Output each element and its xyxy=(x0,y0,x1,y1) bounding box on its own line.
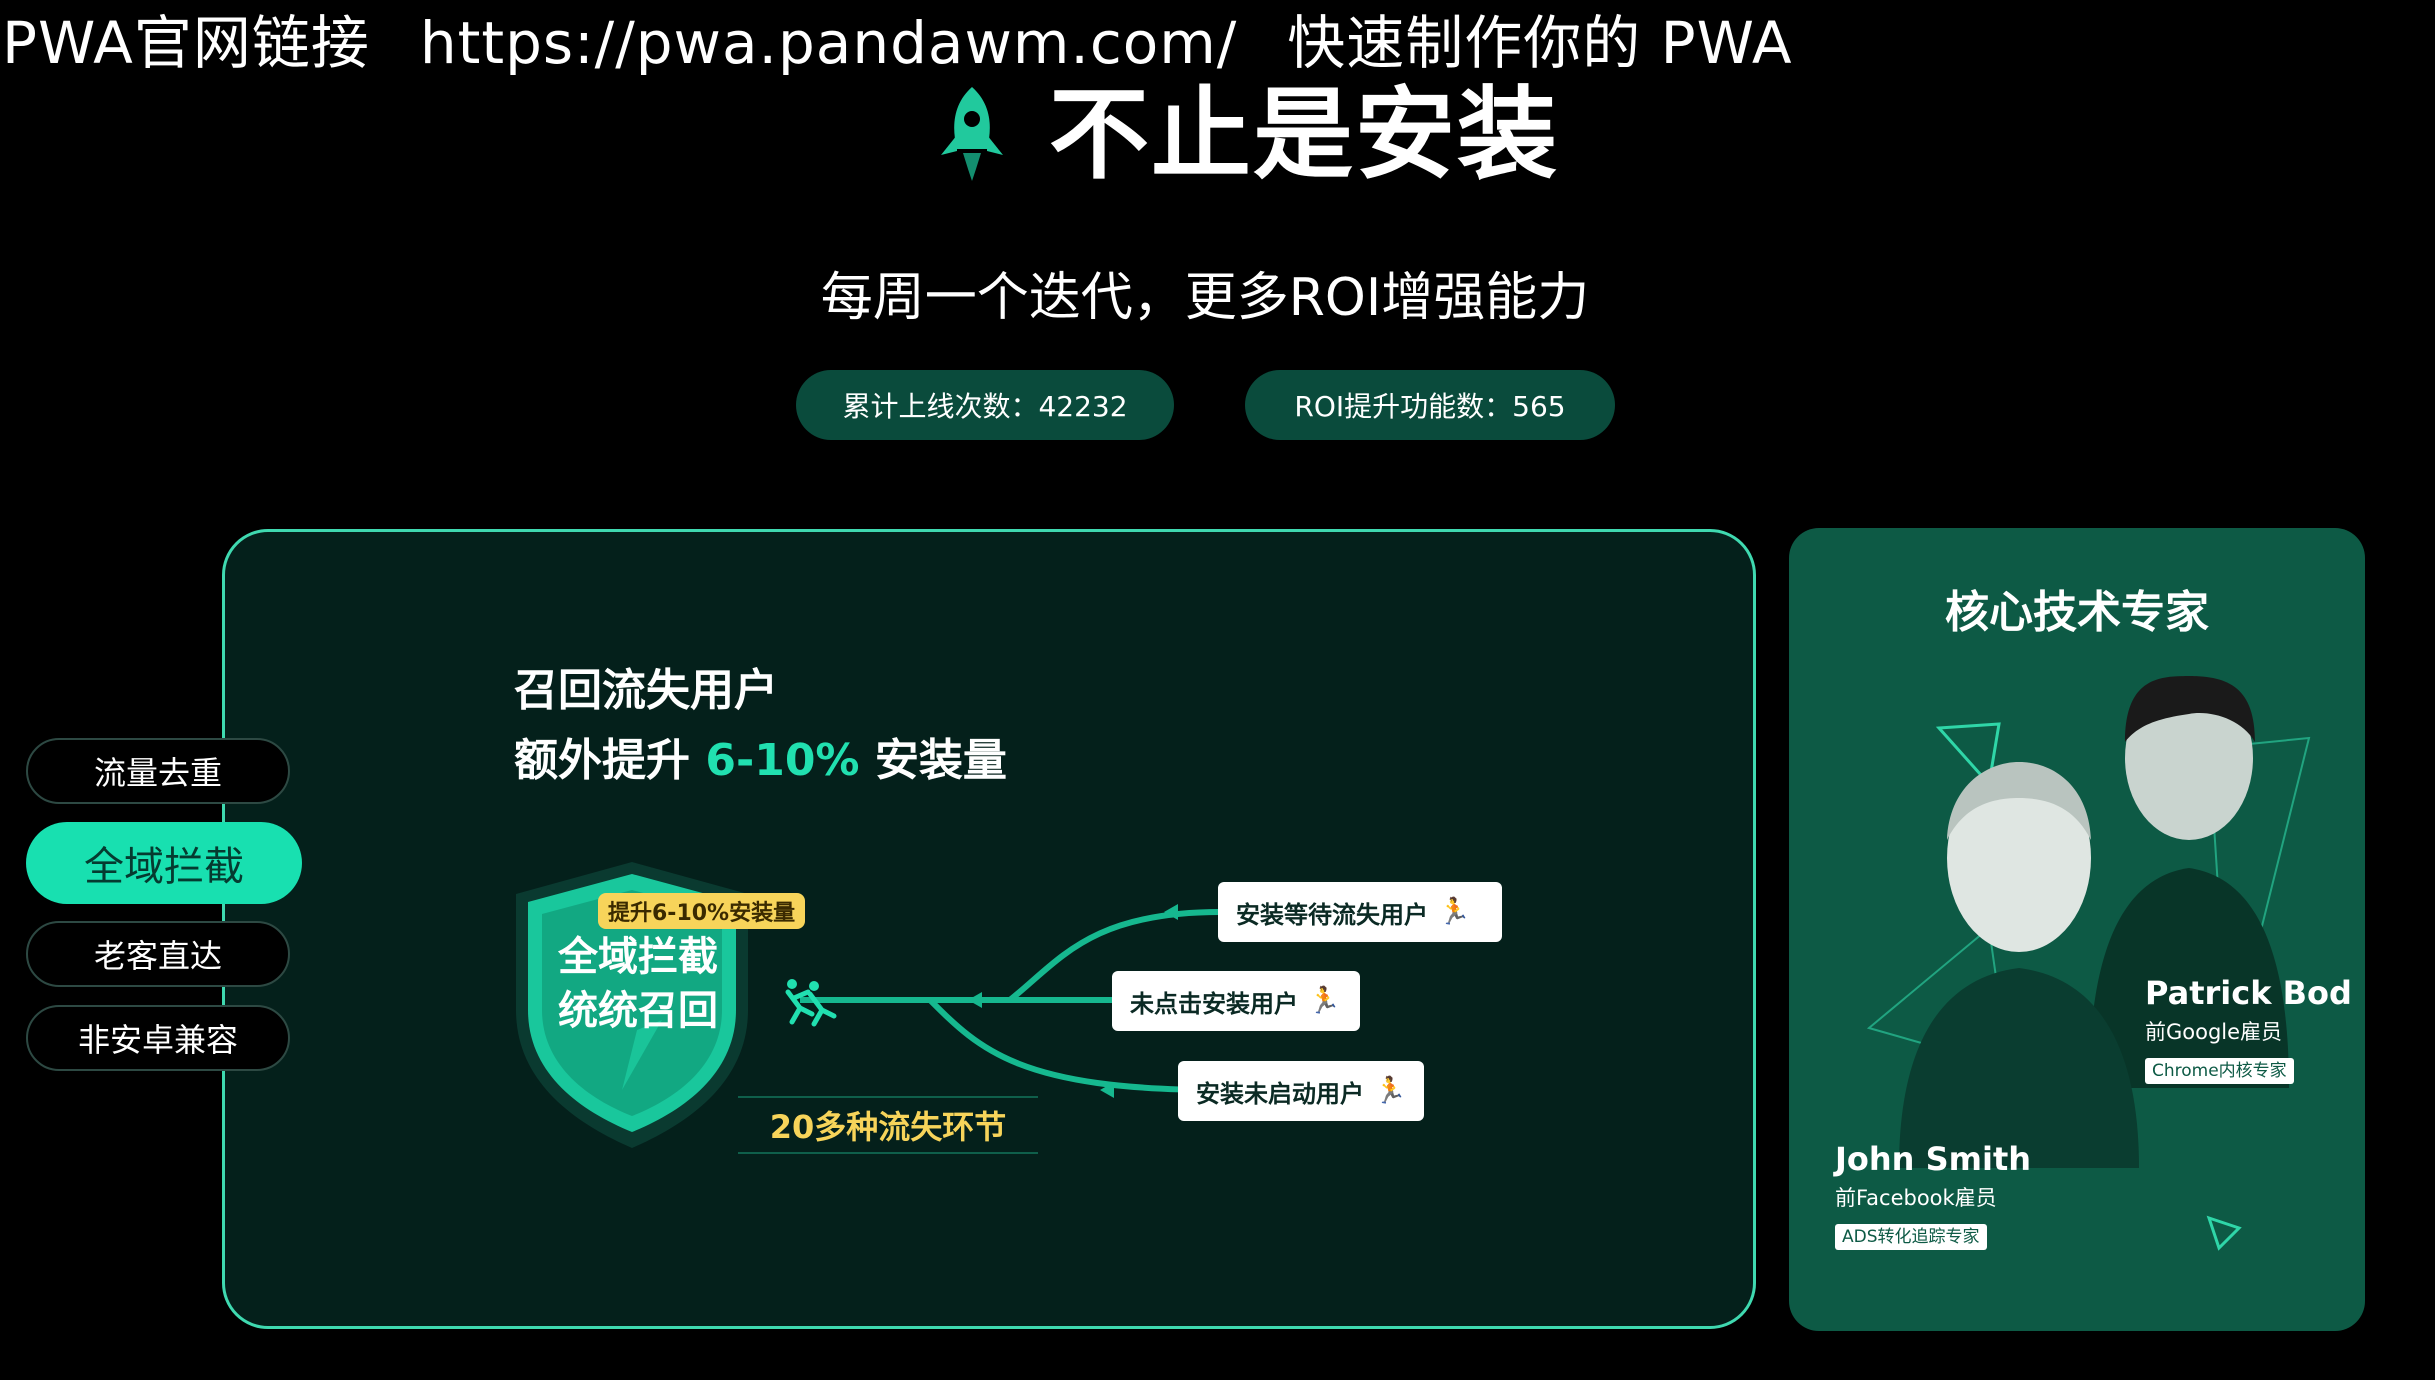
expert-role: 前Facebook雇员 xyxy=(1835,1186,1997,1210)
feature-headline: 召回流失用户 额外提升 6-10% 安装量 xyxy=(514,656,1007,796)
side-tab-returning[interactable]: 老客直达 xyxy=(26,921,290,987)
runner-icon xyxy=(785,979,837,1027)
page-subtitle: 每周一个迭代，更多ROI增强能力 xyxy=(820,268,1590,328)
shield-text: 全域拦截 统统召回 xyxy=(548,930,728,1038)
page-header: 不止是安装 xyxy=(935,70,1559,200)
feature-line2-prefix: 额外提升 xyxy=(514,735,690,786)
feature-line1: 召回流失用户 xyxy=(514,665,778,716)
banner-url-link[interactable]: https://pwa.pandawm.com/ xyxy=(419,9,1238,77)
runner-icon: 🏃 xyxy=(1374,1076,1407,1106)
chip-not-launched: 安装未启动用户 🏃 xyxy=(1178,1061,1424,1121)
shield-icon xyxy=(516,862,748,1148)
experts-title: 核心技术专家 xyxy=(1945,587,2209,638)
expert-name: John Smith xyxy=(1835,1140,2032,1178)
chip-label: 未点击安装用户 xyxy=(1130,989,1298,1018)
side-tab-intercept[interactable]: 全域拦截 xyxy=(26,822,302,904)
stat-pill-releases: 累计上线次数：42232 xyxy=(796,370,1174,440)
shield-badge: 提升6-10%安装量 xyxy=(598,893,806,929)
expert-john: John Smith 前Facebook雇员 ADS转化追踪专家 xyxy=(1835,1140,2065,1250)
banner-title: PWA官网链接 xyxy=(2,9,370,77)
expert-tag: Chrome内核专家 xyxy=(2145,1058,2294,1084)
chip-label: 安装未启动用户 xyxy=(1196,1079,1364,1108)
runner-icon: 🏃 xyxy=(1308,986,1341,1016)
rocket-icon xyxy=(941,87,1003,181)
expert-name: Patrick Bod xyxy=(2145,974,2352,1012)
expert-patrick: Patrick Bod 前Google雇员 Chrome内核专家 xyxy=(2145,974,2355,1084)
stat-pill-roi: ROI提升功能数：565 xyxy=(1245,370,1615,440)
banner-tagline: 快速制作你的 PWA xyxy=(1287,9,1793,77)
chip-install-wait: 安装等待流失用户 🏃 xyxy=(1218,882,1502,942)
loss-stages-ribbon: 20多种流失环节 xyxy=(738,1096,1038,1154)
chip-not-clicked: 未点击安装用户 🏃 xyxy=(1112,971,1360,1031)
shield-line1: 全域拦截 xyxy=(558,934,718,980)
feature-line2-accent: 6-10% xyxy=(705,735,860,786)
experts-card: 核心技术专家 Patrick Bod 前Google雇员 Chrome内核专家 … xyxy=(1789,528,2365,1331)
page-title: 不止是安装 xyxy=(1049,76,1559,193)
side-tab-non-android[interactable]: 非安卓兼容 xyxy=(26,1005,290,1071)
chip-label: 安装等待流失用户 xyxy=(1236,900,1428,929)
top-banner: PWA官网链接 https://pwa.pandawm.com/快速制作你的 PW… xyxy=(2,4,1793,82)
expert-portraits xyxy=(1866,676,2311,1251)
shield-line2: 统统召回 xyxy=(558,988,718,1034)
feature-line2-suffix: 安装量 xyxy=(874,735,1007,786)
patrick-portrait xyxy=(2089,676,2289,1088)
john-portrait xyxy=(1899,762,2139,1168)
runner-icon: 🏃 xyxy=(1438,897,1471,927)
expert-role: 前Google雇员 xyxy=(2145,1020,2283,1044)
flow-lines xyxy=(785,904,1220,1098)
feature-line2: 额外提升 6-10% 安装量 xyxy=(514,726,1007,796)
expert-tag: ADS转化追踪专家 xyxy=(1835,1224,1987,1250)
side-tab-dedup[interactable]: 流量去重 xyxy=(26,738,290,804)
